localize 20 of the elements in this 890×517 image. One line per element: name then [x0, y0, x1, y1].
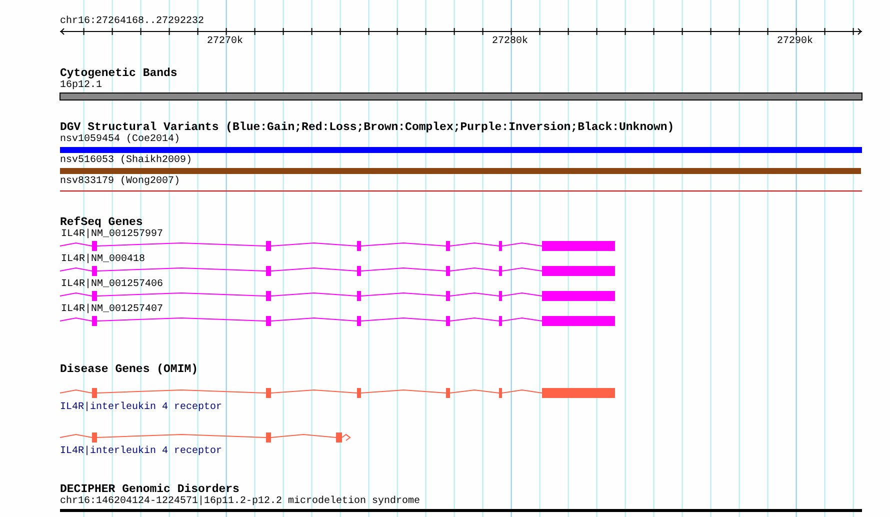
track-title: Cytogenetic Bands [60, 67, 178, 80]
locus-label: chr16:27264168..27292232 [60, 16, 204, 28]
scale-label: 27280k [492, 36, 528, 48]
feature-label: nsv833179 (Wong2007) [60, 176, 180, 188]
feature-label: IL4R|NM_001257407 [61, 304, 164, 316]
feature-label: IL4R|interleukin 4 receptor [60, 446, 222, 458]
track-title: RefSeq Genes [60, 216, 143, 229]
feature-label: nsv1059454 (Coe2014) [60, 134, 180, 146]
feature-label: IL4R|interleukin 4 receptor [60, 402, 222, 414]
band-label: 16p12.1 [60, 80, 102, 92]
track-title: Disease Genes (OMIM) [60, 363, 198, 376]
track-title: DGV Structural Variants (Blue:Gain;Red:Loss;Brown:Complex;Purple:Inversion;Black:Unknown) [60, 121, 674, 134]
scale-label: 27290k [777, 36, 814, 48]
feature-label: IL4R|NM_000418 [61, 254, 146, 266]
scale-label: 27270k [207, 36, 244, 48]
track-title: DECIPHER Genomic Disorders [60, 483, 240, 496]
feature-label: nsv516053 (Shaikh2009) [60, 155, 192, 167]
feature-label: IL4R|NM_001257406 [61, 279, 164, 291]
feature-label: IL4R|NM_001257997 [61, 229, 164, 241]
feature-label: chr16:146204124-1224571|16p11.2-p12.2 microdeletion syndrome [60, 496, 420, 508]
